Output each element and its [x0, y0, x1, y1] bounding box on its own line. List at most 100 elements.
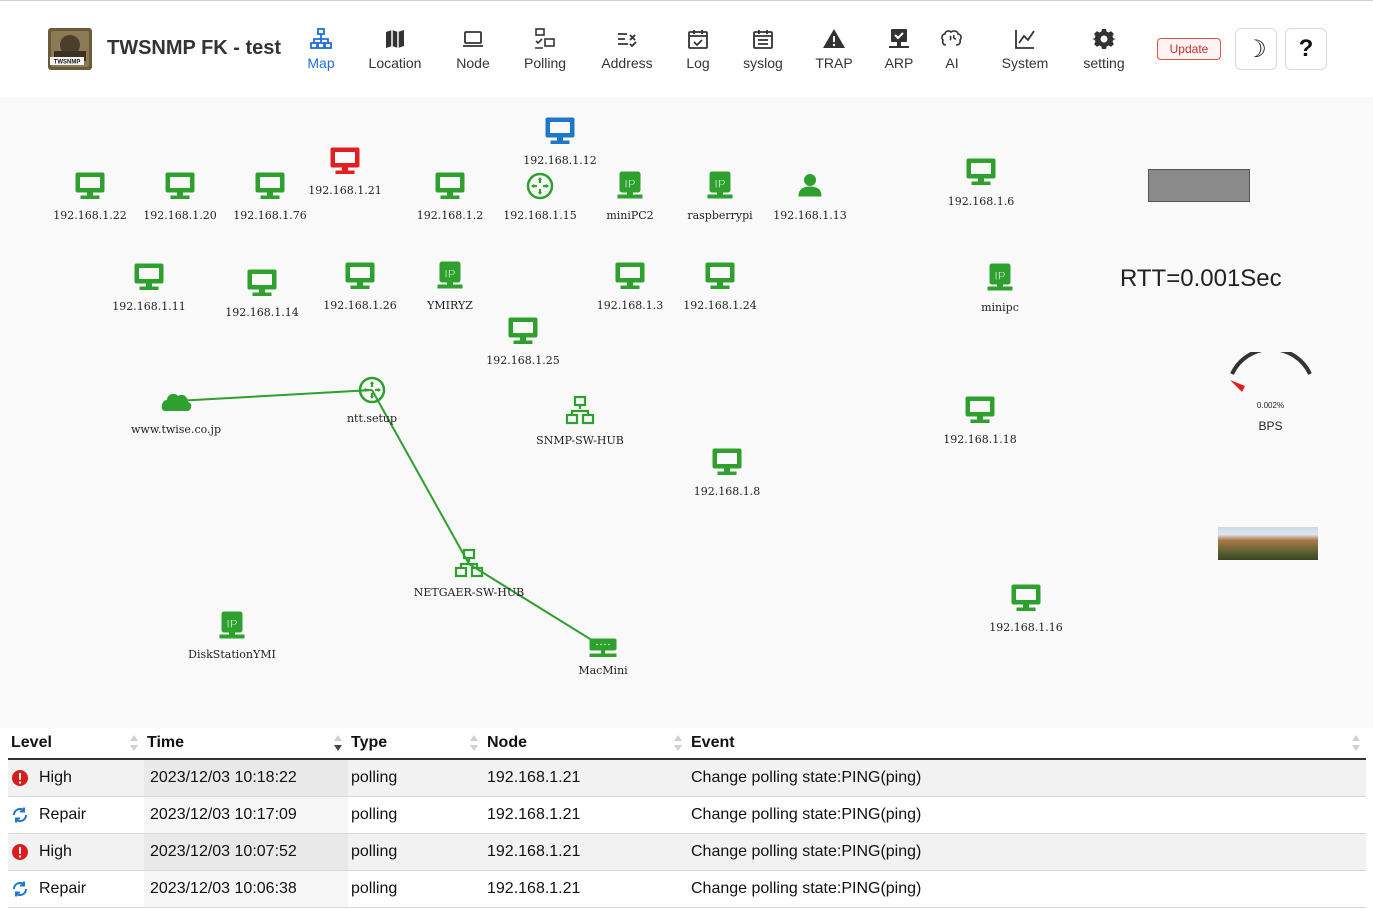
sort-icon[interactable] — [130, 735, 138, 751]
table-row[interactable]: High 2023/12/03 10:07:52 polling 192.168… — [8, 834, 1366, 871]
monitor-icon[interactable] — [165, 172, 195, 199]
app-title: TWSNMP FK - test — [107, 37, 282, 59]
app-logo[interactable]: TWSNMP — [46, 25, 94, 73]
sort-desc-icon[interactable] — [334, 735, 342, 751]
map-node[interactable]: 192.168.1.11 — [112, 263, 186, 313]
nav-address[interactable]: Address — [596, 25, 658, 73]
map-link[interactable] — [468, 563, 604, 648]
monitor-icon[interactable] — [134, 263, 164, 290]
monitor-icon[interactable] — [545, 117, 575, 144]
help-button[interactable]: ? — [1285, 28, 1327, 70]
nav-ai[interactable]: AI — [940, 25, 964, 73]
map-node[interactable]: 192.168.1.6 — [948, 158, 1014, 208]
column-header-type[interactable]: Type — [348, 727, 484, 759]
ip-icon[interactable] — [219, 611, 245, 639]
map-node[interactable]: 192.168.1.13 — [773, 174, 847, 223]
rtt-text[interactable]: RTT=0.001Sec — [1120, 265, 1282, 292]
map-node[interactable]: NETGAER-SW-HUB — [414, 548, 524, 599]
map-node[interactable]: 192.168.1.22 — [53, 172, 127, 222]
monitor-icon[interactable] — [75, 172, 105, 199]
nav-location[interactable]: Location — [362, 25, 428, 73]
nav-map[interactable]: Map — [302, 25, 340, 73]
column-header-time[interactable]: Time — [144, 727, 348, 759]
table-row[interactable]: Repair 2023/12/03 10:17:09 polling 192.1… — [8, 797, 1366, 834]
ip-icon[interactable] — [617, 171, 643, 199]
table-row[interactable]: Repair 2023/12/03 10:06:38 polling 192.1… — [8, 871, 1366, 908]
repair-icon — [12, 881, 28, 897]
hub-icon[interactable] — [454, 548, 484, 578]
map-node[interactable]: ntt.setup — [347, 376, 397, 425]
map-node[interactable]: 192.168.1.26 — [323, 262, 397, 312]
column-header-node[interactable]: Node — [484, 727, 688, 759]
column-header-level[interactable]: Level — [8, 727, 144, 759]
ip-icon[interactable] — [707, 171, 733, 199]
sort-icon[interactable] — [1352, 735, 1360, 751]
nav-polling[interactable]: Polling — [518, 25, 572, 73]
hub-icon[interactable] — [565, 395, 595, 425]
map-node[interactable]: www.twise.co.jp — [131, 393, 221, 436]
server-icon[interactable] — [589, 638, 617, 657]
table-row[interactable]: High 2023/12/03 10:18:22 polling 192.168… — [8, 760, 1366, 797]
person-icon[interactable] — [798, 174, 822, 197]
map-node[interactable]: 192.168.1.21 — [308, 147, 382, 197]
nav-log[interactable]: Log — [682, 25, 714, 73]
map-node[interactable]: 192.168.1.18 — [943, 396, 1017, 446]
map-node[interactable]: 192.168.1.14 — [225, 269, 299, 319]
router-icon[interactable] — [526, 172, 554, 200]
monitor-icon[interactable] — [705, 262, 735, 289]
theme-toggle-button[interactable]: ☽ — [1235, 28, 1277, 70]
map-node[interactable]: 192.168.1.20 — [143, 172, 217, 222]
node-label: MacMini — [578, 664, 628, 677]
monitor-icon[interactable] — [508, 317, 538, 344]
monitor-icon[interactable] — [255, 172, 285, 199]
column-header-event[interactable]: Event — [688, 727, 1366, 759]
monitor-icon[interactable] — [1011, 584, 1041, 611]
nav-syslog[interactable]: syslog — [738, 25, 788, 73]
nav-arp[interactable]: ARP — [880, 25, 918, 73]
map-canvas[interactable]: IP — [0, 97, 1373, 728]
map-node[interactable]: raspberrypi — [687, 171, 753, 222]
map-node[interactable]: YMIRYZ — [426, 261, 473, 312]
map-link[interactable] — [371, 389, 470, 565]
map-node[interactable]: SNMP-SW-HUB — [536, 395, 624, 447]
map-node[interactable]: minipc — [981, 263, 1019, 314]
update-button[interactable]: Update — [1157, 38, 1221, 60]
bps-gauge[interactable] — [1222, 352, 1318, 436]
monitor-icon[interactable] — [435, 172, 465, 199]
monitor-icon[interactable] — [247, 269, 277, 296]
map-node[interactable]: 192.168.1.24 — [683, 262, 757, 312]
map-node[interactable]: 192.168.1.12 — [523, 117, 597, 167]
map-node[interactable]: 192.168.1.25 — [486, 317, 560, 367]
ip-icon[interactable] — [437, 261, 463, 289]
map-node[interactable]: 192.168.1.2 — [417, 172, 483, 222]
map-image-item[interactable] — [1218, 527, 1318, 560]
map-node[interactable]: DiskStationYMI — [188, 611, 276, 661]
nav-node[interactable]: Node — [452, 25, 494, 73]
map-node[interactable]: 192.168.1.16 — [989, 584, 1063, 634]
map-rectangle-item[interactable] — [1148, 169, 1250, 202]
nav-system[interactable]: System — [996, 25, 1054, 73]
cloud-icon[interactable] — [161, 393, 192, 412]
map-node[interactable]: 192.168.1.3 — [597, 262, 663, 312]
map-link[interactable] — [175, 389, 373, 402]
map-node[interactable]: 192.168.1.8 — [694, 448, 760, 498]
monitor-icon[interactable] — [330, 147, 360, 174]
monitor-icon[interactable] — [712, 448, 742, 475]
nav-trap[interactable]: TRAP — [812, 25, 856, 73]
ip-icon[interactable] — [987, 263, 1013, 291]
gauge-label: BPS — [1258, 419, 1283, 433]
monitor-icon[interactable] — [966, 158, 996, 185]
sort-icon[interactable] — [470, 735, 478, 751]
cell-node: 192.168.1.21 — [487, 806, 581, 823]
monitor-icon[interactable] — [345, 262, 375, 289]
monitor-icon[interactable] — [615, 262, 645, 289]
nav-setting[interactable]: setting — [1076, 25, 1132, 73]
monitor-icon[interactable] — [965, 396, 995, 423]
network-map[interactable]: IP — [0, 97, 1373, 728]
map-node[interactable]: 192.168.1.76 — [233, 172, 307, 222]
map-node[interactable]: MacMini — [578, 638, 628, 677]
map-node[interactable]: miniPC2 — [606, 171, 654, 222]
cell-type: polling — [351, 880, 398, 897]
sort-icon[interactable] — [674, 735, 682, 751]
map-node[interactable]: 192.168.1.15 — [503, 172, 577, 222]
